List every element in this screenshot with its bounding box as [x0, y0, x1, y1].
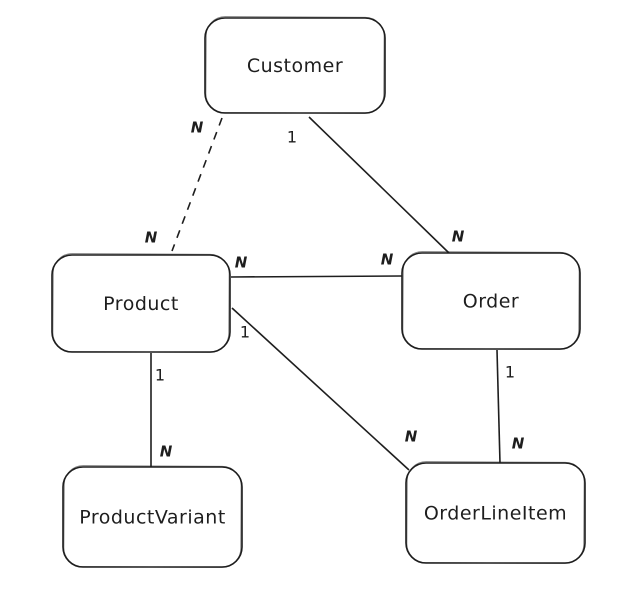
cardinality-label: N	[452, 228, 465, 246]
edge-product-order	[230, 275, 403, 278]
node-order[interactable]: Order	[401, 251, 581, 350]
cardinality-label: 1	[155, 366, 165, 385]
cardinality-label: 1	[505, 363, 515, 382]
node-box-sketch-stroke	[406, 461, 585, 564]
node-label: OrderLineItem	[424, 503, 567, 525]
edge-customer-order	[308, 116, 450, 254]
cardinality-label: N	[191, 119, 204, 137]
cardinality-label: N	[235, 254, 248, 272]
node-box-sketch-stroke	[205, 16, 385, 114]
cardinality-label: N	[160, 443, 173, 461]
cardinality-label: 1	[240, 323, 250, 342]
node-product-variant[interactable]: ProductVariant	[62, 465, 243, 568]
edge-order-order-line-item	[496, 349, 501, 464]
node-customer[interactable]: Customer	[204, 16, 386, 114]
node-label: ProductVariant	[79, 507, 226, 529]
cardinality-label: N	[405, 428, 418, 446]
node-box-sketch-stroke	[402, 251, 580, 350]
cardinality-label: N	[145, 229, 158, 247]
node-box-sketch-stroke	[63, 465, 242, 568]
cardinality-label: N	[512, 435, 525, 453]
edge-customer-product	[171, 117, 223, 252]
node-order-line-item[interactable]: OrderLineItem	[405, 461, 586, 564]
node-label: Product	[103, 293, 179, 315]
edge-product-order-line-item	[231, 307, 410, 471]
cardinality-label: N	[381, 251, 394, 269]
node-label: Order	[463, 291, 520, 313]
node-product[interactable]: Product	[51, 253, 231, 353]
node-label: Customer	[247, 55, 343, 77]
cardinality-label: 1	[287, 128, 297, 147]
node-box-sketch-stroke	[52, 253, 230, 353]
